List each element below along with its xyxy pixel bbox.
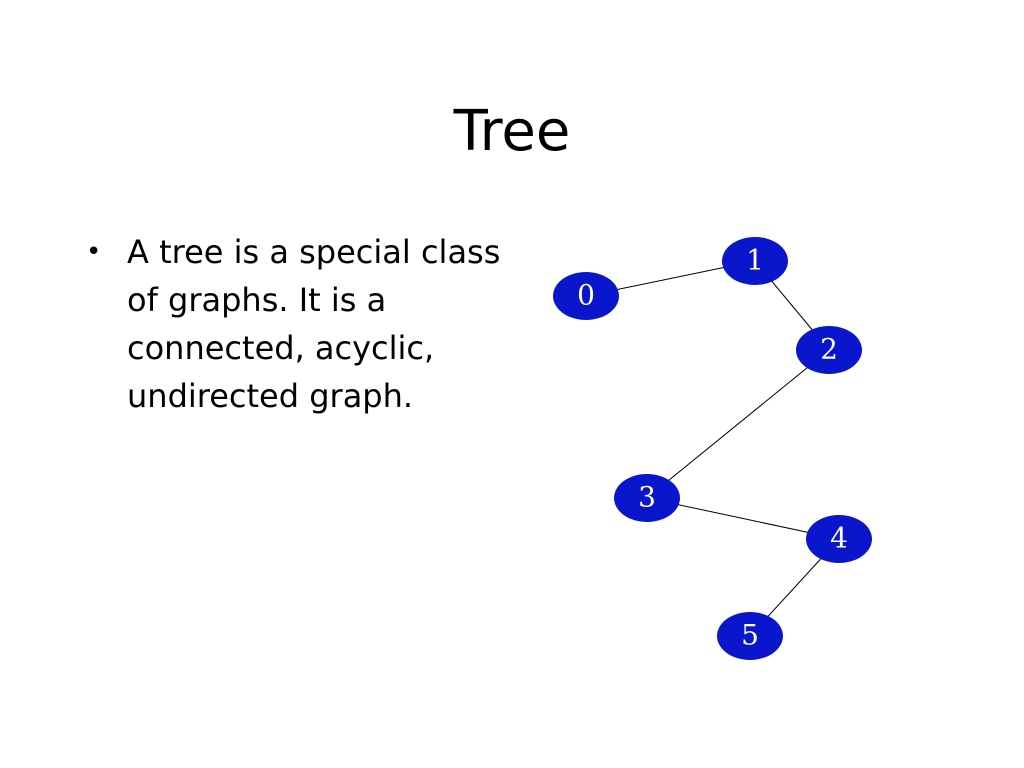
tree-node-label: 4 [830,522,848,555]
tree-edge-2-3 [646,349,830,499]
tree-node-circle [614,474,680,522]
tree-node-2: 2 [796,326,862,374]
tree-node-label: 3 [638,481,656,514]
tree-node-circle [717,612,783,660]
tree-node-5: 5 [717,612,783,660]
bullet-list: • A tree is a special class of graphs. I… [82,228,502,420]
bullet-text: A tree is a special class of graphs. It … [127,233,501,415]
tree-edges [585,260,840,637]
tree-edge-3-4 [646,497,840,540]
tree-node-4: 4 [806,515,872,563]
tree-node-label: 1 [746,244,764,277]
bullet-dot-icon: • [86,237,102,267]
tree-node-3: 3 [614,474,680,522]
tree-node-circle [796,326,862,374]
slide-title: Tree [453,99,571,164]
bullet-item: • A tree is a special class of graphs. I… [82,228,502,420]
tree-node-circle [553,272,619,320]
tree-node-label: 2 [820,333,838,366]
tree-node-label: 0 [577,279,595,312]
tree-node-0: 0 [553,272,619,320]
tree-diagram: 0 1 2 3 4 5 [553,237,872,660]
tree-nodes: 0 1 2 3 4 5 [553,237,872,660]
tree-node-label: 5 [741,619,759,652]
tree-node-1: 1 [722,237,788,285]
tree-node-circle [806,515,872,563]
tree-node-circle [722,237,788,285]
